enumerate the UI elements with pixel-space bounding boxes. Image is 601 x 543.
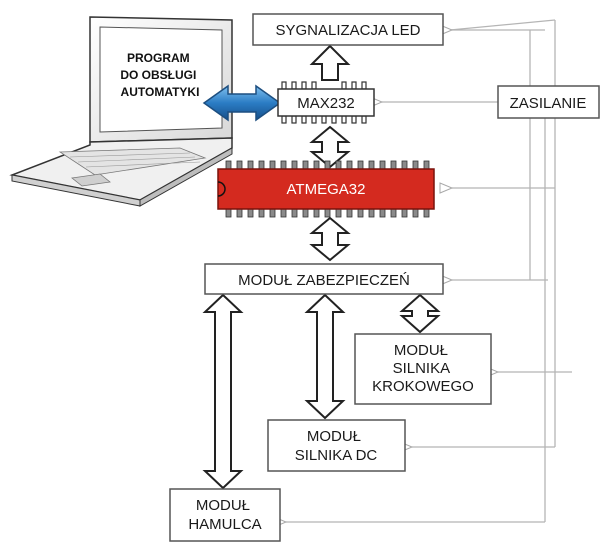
block-protection-label: MODUŁ ZABEZPIECZEŃ [238,272,410,289]
arrow-protection-brake [202,293,244,490]
block-dc-line-2: SILNIKA DC [295,447,378,464]
block-protection-module: MODUŁ ZABEZPIECZEŃ [204,263,444,295]
laptop-screen-text: PROGRAM DO OBSŁUGI AUTOMATYKI [120,51,199,99]
block-power-label: ZASILANIE [510,95,587,112]
arrow-protection-stepper [399,293,441,334]
block-brake-module: MODUŁ HAMULCA [169,488,281,542]
chip-max232: MAX232 [277,81,375,124]
block-stepper-line-1: MODUŁ [394,342,448,359]
block-brake-label: MODUŁ HAMULCA [188,497,261,533]
block-power-supply: ZASILANIE [497,85,600,119]
arrow-protection-dc [304,293,346,420]
block-dc-label: MODUŁ SILNIKA DC [295,428,378,464]
laptop-text-line-2: DO OBSŁUGI [120,68,196,82]
laptop-text-line-3: AUTOMATYKI [121,85,200,99]
data-bus-arrows [202,44,441,490]
arrow-mcu-protection [309,216,351,262]
block-led-signalling: SYGNALIZACJA LED [252,13,444,46]
chip-atmega32-label: ATMEGA32 [287,181,366,198]
block-led-label: SYGNALIZACJA LED [275,22,420,39]
block-dc-line-1: MODUŁ [307,428,361,445]
block-stepper-line-3: KROKOWEGO [372,378,474,395]
block-dc-motor-module: MODUŁ SILNIKA DC [267,419,406,472]
block-brake-line-1: MODUŁ [196,497,250,514]
chip-max232-label: MAX232 [297,95,355,112]
arrow-max232-led [309,44,351,81]
chip-atmega32: ATMEGA32 [217,160,435,218]
laptop-text-line-1: PROGRAM [127,51,190,65]
block-stepper-motor-module: MODUŁ SILNIKA KROKOWEGO [354,333,492,405]
block-stepper-line-2: SILNIKA [393,360,451,377]
block-brake-line-2: HAMULCA [188,516,261,533]
laptop-icon: PROGRAM DO OBSŁUGI AUTOMATYKI [9,16,233,207]
block-stepper-label: MODUŁ SILNIKA KROKOWEGO [372,342,474,395]
